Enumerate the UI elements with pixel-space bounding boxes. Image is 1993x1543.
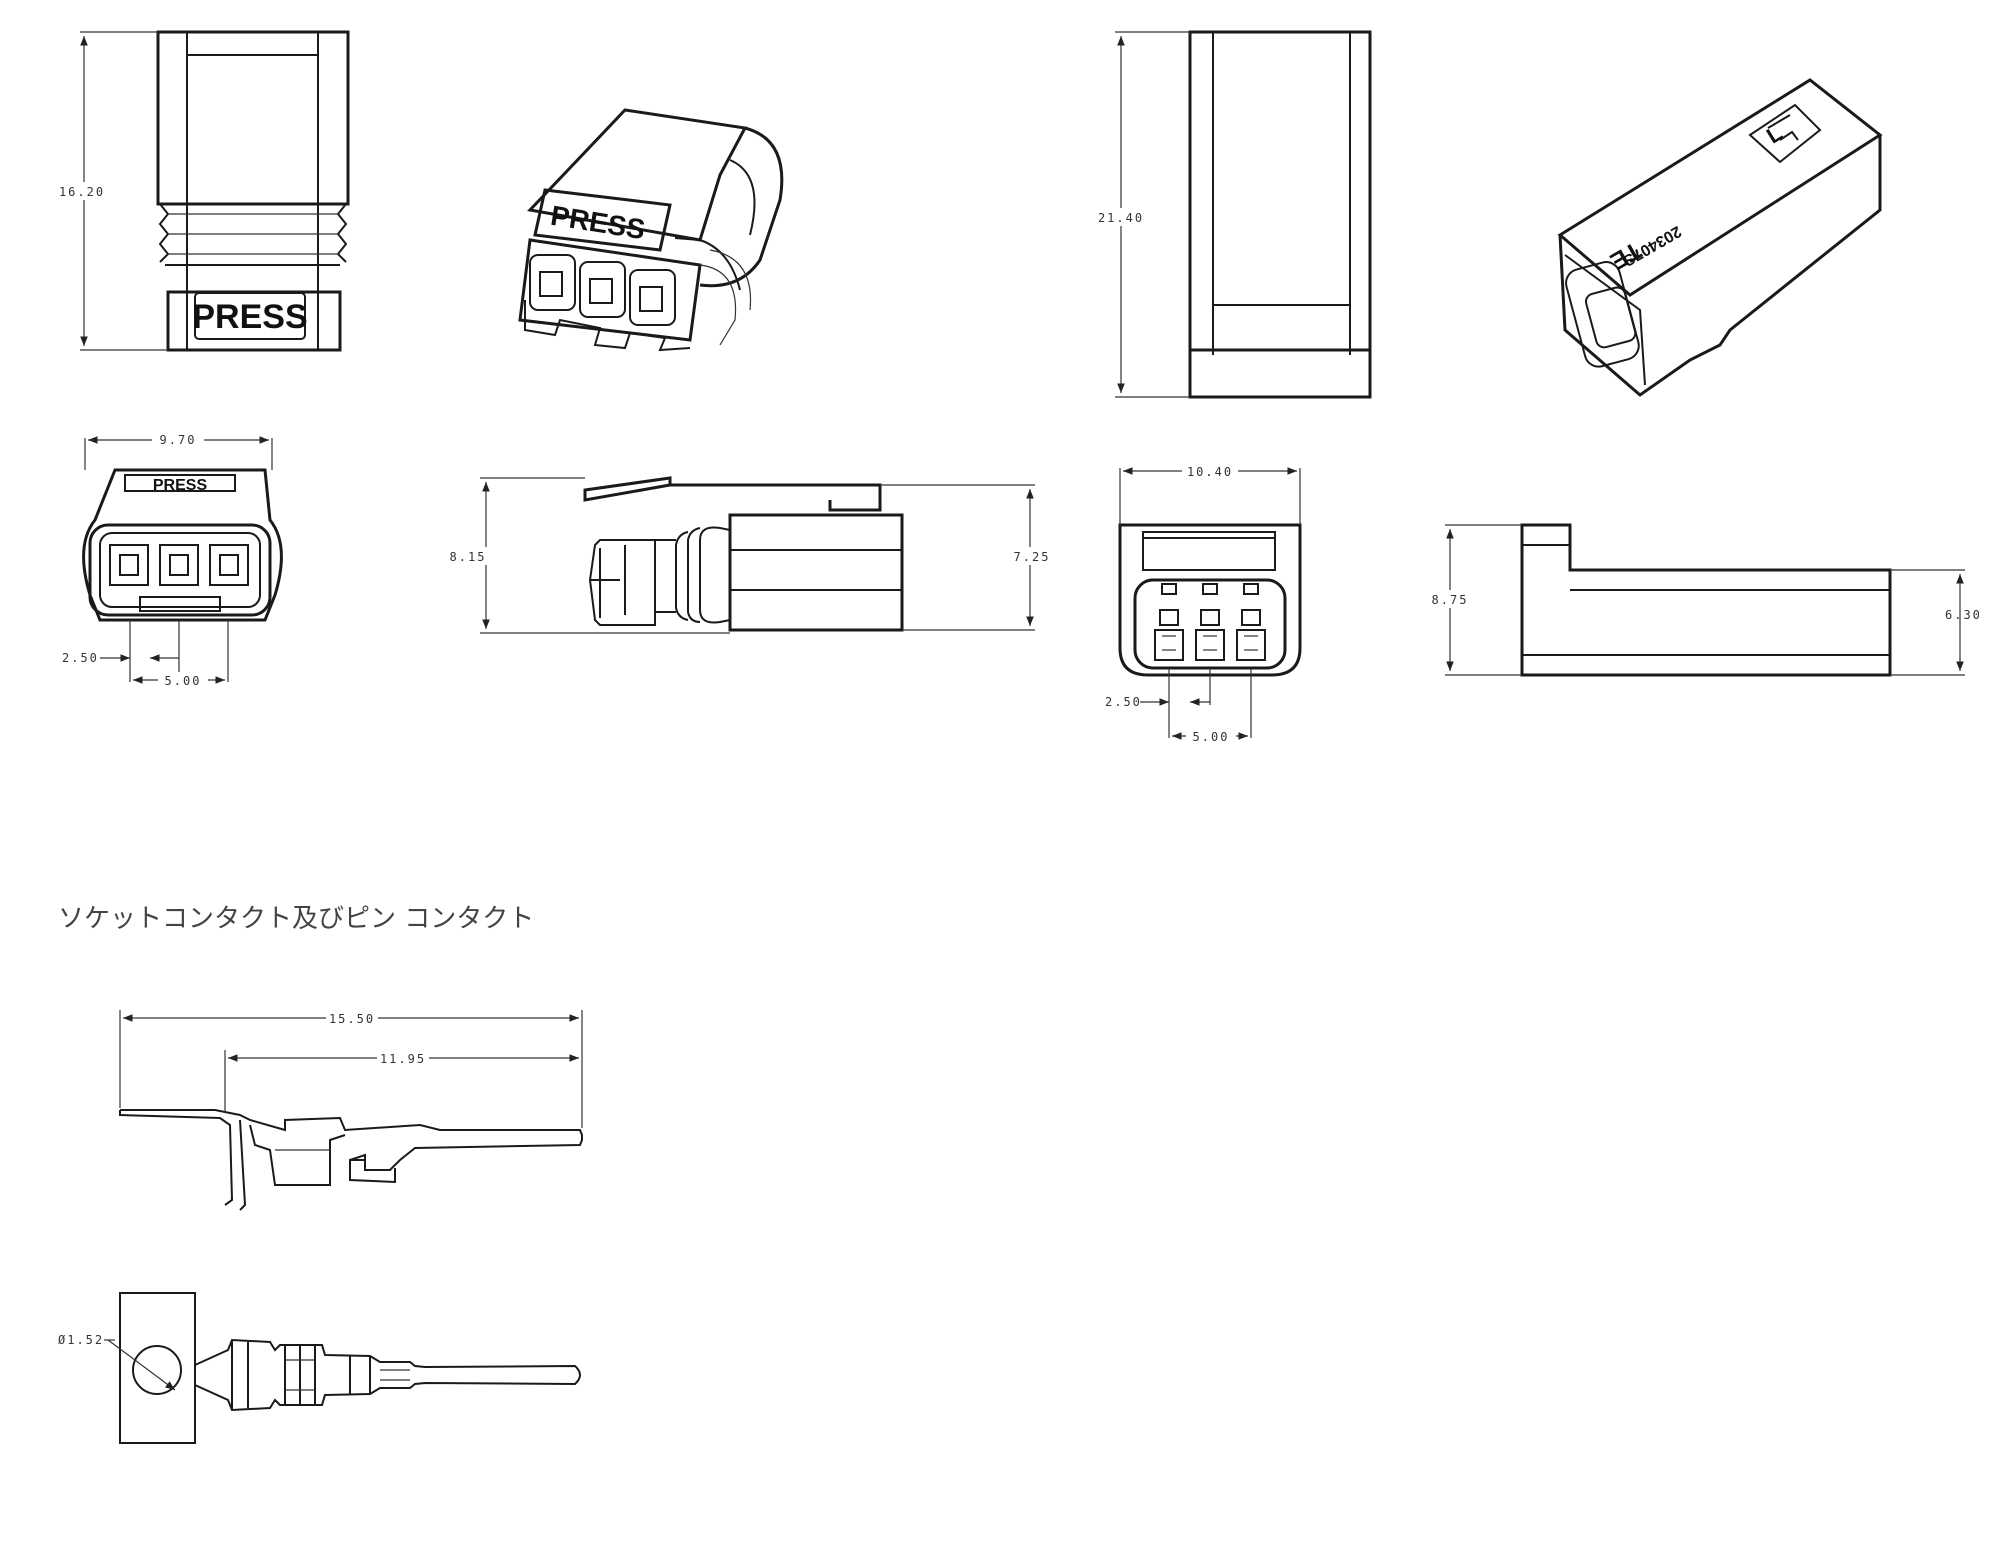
socket-face-view: PRESS 9.70 2.50 5.00 <box>62 430 283 688</box>
contact-side-view: 15.50 11.95 <box>119 1009 583 1211</box>
press-label-front: PRESS <box>192 298 307 336</box>
dim-socket-pitch: 2.50 <box>62 651 99 665</box>
dim-pin-height: 21.40 <box>1098 211 1144 225</box>
pin-face-view: 10.40 2.50 5.00 <box>1105 462 1302 744</box>
socket-side-view: 8.15 7.25 <box>444 476 1056 634</box>
dim-socket-span: 5.00 <box>165 674 202 688</box>
dim-pin-span: 5.00 <box>1193 730 1230 744</box>
section-heading: ソケットコンタクト及びピン コンタクト <box>58 904 535 934</box>
dim-pin-width: 10.40 <box>1187 465 1233 479</box>
dim-contact-length-2: 11.95 <box>380 1052 426 1066</box>
contact-top-view: Ø1.52 <box>58 1292 581 1444</box>
press-label-top: PRESS <box>153 477 208 494</box>
socket-isometric-view: PRESS <box>518 108 784 352</box>
dim-contact-length: 15.50 <box>329 1012 375 1026</box>
pin-front-view: 21.40 <box>1094 30 1372 399</box>
dim-socket-side-height-2: 7.25 <box>1014 550 1051 564</box>
dim-socket-width: 9.70 <box>160 433 197 447</box>
pin-side-view: 8.75 6.30 <box>1425 523 1982 677</box>
dim-pin-pitch: 2.50 <box>1105 695 1142 709</box>
dim-pin-side-height-2: 6.30 <box>1945 608 1982 622</box>
pin-isometric-view: TE 203407S L <box>1557 78 1883 397</box>
dim-contact-diameter: Ø1.52 <box>58 1333 104 1347</box>
dim-pin-side-height: 8.75 <box>1432 593 1469 607</box>
socket-front-view: PRESS 16.20 <box>54 30 350 352</box>
iso-mark-l: L <box>1762 120 1787 148</box>
dim-socket-side-height: 8.15 <box>450 550 487 564</box>
dim-socket-height: 16.20 <box>59 185 105 199</box>
